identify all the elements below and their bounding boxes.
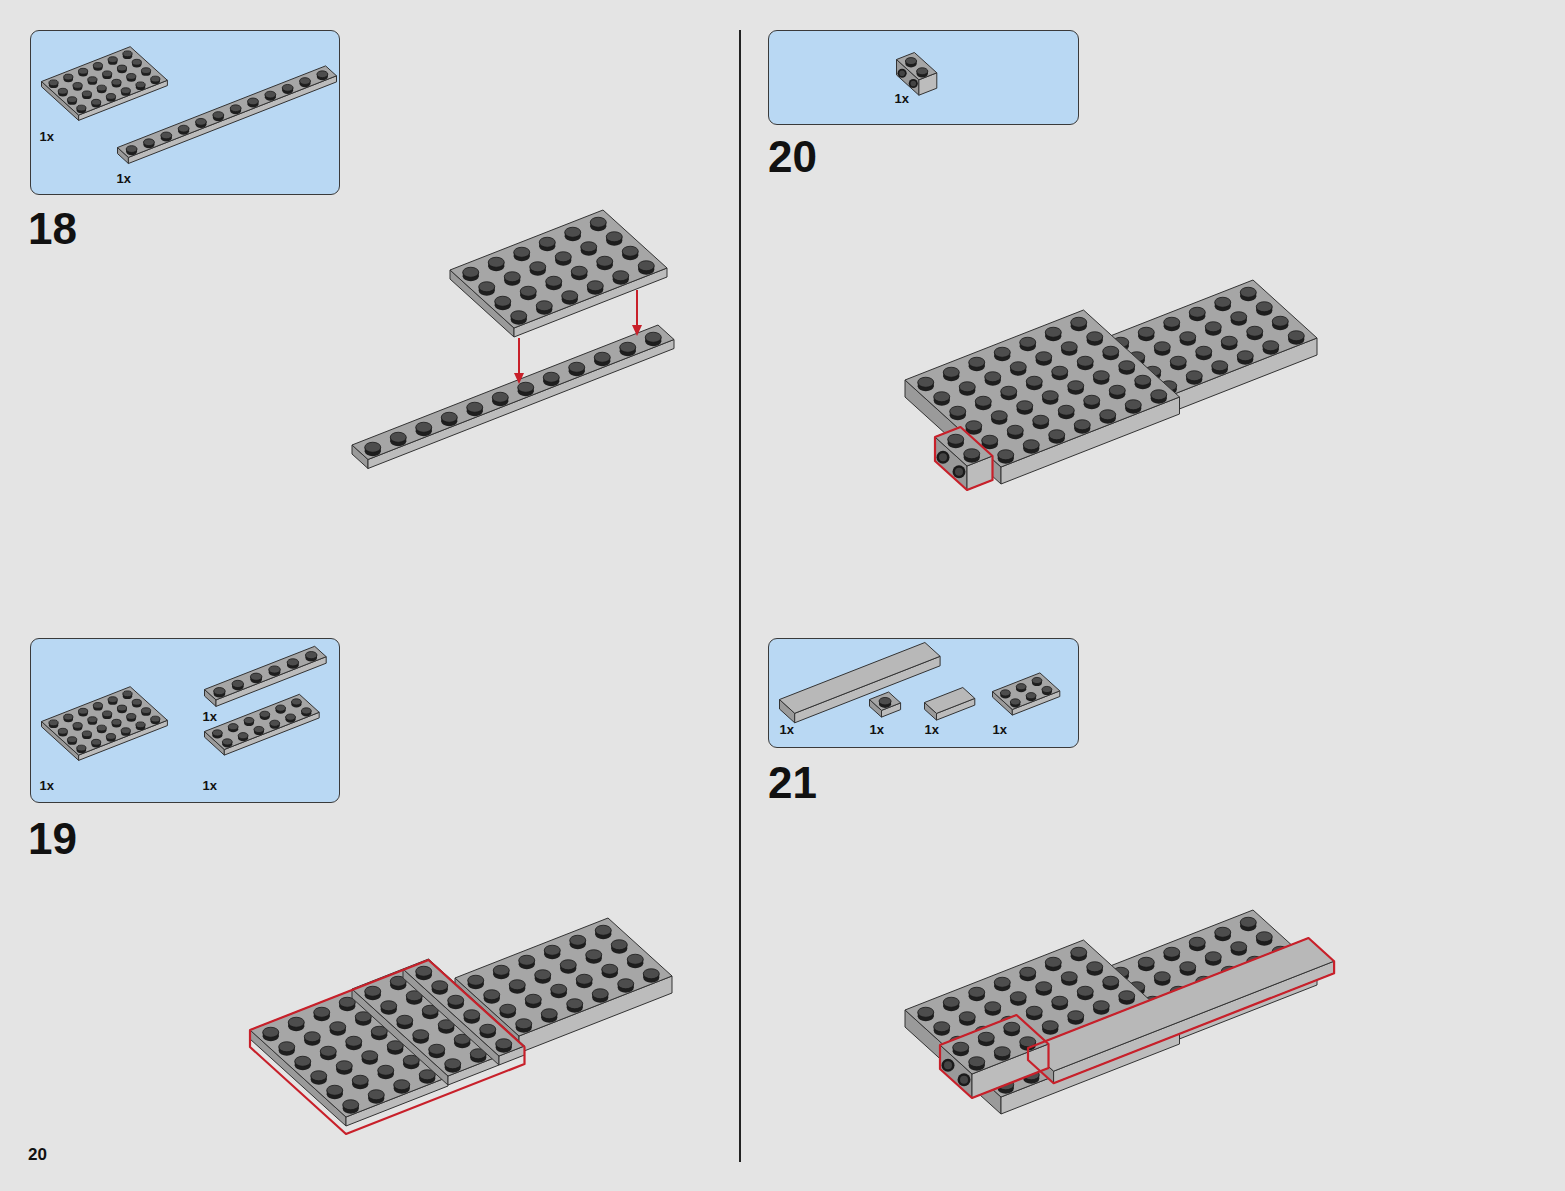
quantity-wrapper: 1x xyxy=(117,169,131,187)
part-quantity: 1x xyxy=(993,722,1007,737)
quantity-wrapper: 1x xyxy=(40,776,54,794)
part-quantity: 1x xyxy=(895,91,909,106)
part-quantity: 1x xyxy=(40,129,54,144)
brick-assemblies xyxy=(250,210,1334,1134)
quantity-wrapper: 1x xyxy=(895,89,909,107)
part-thumbnails xyxy=(31,639,341,804)
part-quantity: 1x xyxy=(925,722,939,737)
quantity-wrapper: 1x xyxy=(870,720,884,738)
step-number: 21 xyxy=(768,758,817,807)
quantity-wrapper: 1x xyxy=(203,776,217,794)
parts-callout-box: 1x xyxy=(768,30,1079,125)
step-number: 20 xyxy=(768,132,817,181)
part-quantity: 1x xyxy=(870,722,884,737)
label-wrapper: 20 xyxy=(28,1145,47,1165)
parts-callout-box: 1x 1x xyxy=(30,30,340,195)
label-wrapper: 20 xyxy=(768,132,817,182)
step-number: 18 xyxy=(28,204,77,253)
part-thumbnails xyxy=(31,31,341,196)
part-quantity: 1x xyxy=(780,722,794,737)
part-quantity: 1x xyxy=(40,778,54,793)
part-quantity: 1x xyxy=(117,171,131,186)
step-number: 19 xyxy=(28,814,77,863)
quantity-wrapper: 1x xyxy=(925,720,939,738)
page-divider xyxy=(739,30,741,1162)
label-wrapper: 18 xyxy=(28,204,77,254)
part-quantity: 1x xyxy=(203,709,217,724)
quantity-wrapper: 1x xyxy=(780,720,794,738)
label-wrapper: 21 xyxy=(768,758,817,808)
label-wrapper: 19 xyxy=(28,814,77,864)
quantity-wrapper: 1x xyxy=(993,720,1007,738)
part-thumbnails xyxy=(769,31,1080,126)
quantity-wrapper: 1x xyxy=(40,127,54,145)
quantity-wrapper: 1x xyxy=(203,707,217,725)
part-quantity: 1x xyxy=(203,778,217,793)
parts-callout-box: 1x 1x 1x 1x xyxy=(768,638,1079,748)
parts-callout-box: 1x 1x 1x xyxy=(30,638,340,803)
page-number: 20 xyxy=(28,1145,47,1164)
